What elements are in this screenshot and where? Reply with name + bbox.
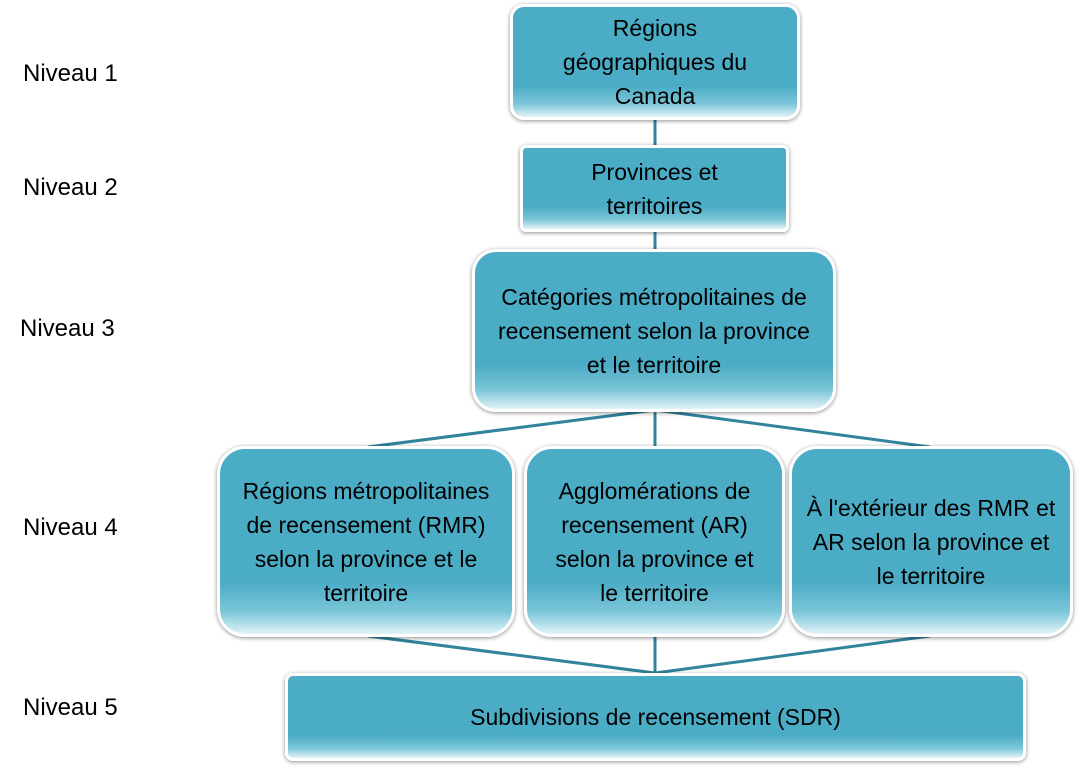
node-geographic-regions: Régions géographiques du Canada bbox=[510, 4, 800, 120]
connector-outside-l5 bbox=[654, 634, 931, 675]
node-provinces-territories: Provinces et territoires bbox=[520, 145, 789, 232]
connector-l3-outside bbox=[654, 408, 931, 449]
connector-cma-l5 bbox=[367, 634, 656, 675]
node-ca-label: Agglomérations de recensement (AR) selon… bbox=[555, 477, 754, 606]
connector-l3-cma bbox=[367, 408, 656, 449]
node-csd-label: Subdivisions de recensement (SDR) bbox=[470, 704, 841, 730]
level-label-4: Niveau 4 bbox=[23, 514, 118, 541]
node-geographic-regions-label: Régions géographiques du Canada bbox=[562, 15, 748, 109]
node-metro-categories-label: Catégories métropolitaines de recensemen… bbox=[498, 283, 810, 378]
node-csd: Subdivisions de recensement (SDR) bbox=[285, 673, 1026, 761]
node-provinces-territories-label: Provinces et territoires bbox=[591, 158, 718, 219]
node-cma: Régions métropolitaines de recensement (… bbox=[217, 446, 515, 637]
level-label-1: Niveau 1 bbox=[23, 60, 118, 87]
node-cma-label: Régions métropolitaines de recensement (… bbox=[242, 477, 490, 606]
level-label-5: Niveau 5 bbox=[23, 694, 118, 721]
level-label-2: Niveau 2 bbox=[23, 174, 118, 201]
node-ca: Agglomérations de recensement (AR) selon… bbox=[524, 446, 785, 637]
node-metro-categories: Catégories métropolitaines de recensemen… bbox=[472, 249, 836, 412]
node-outside: À l'extérieur des RMR et AR selon la pro… bbox=[789, 446, 1073, 637]
node-outside-label: À l'extérieur des RMR et AR selon la pro… bbox=[806, 494, 1056, 589]
level-label-3: Niveau 3 bbox=[20, 315, 115, 342]
